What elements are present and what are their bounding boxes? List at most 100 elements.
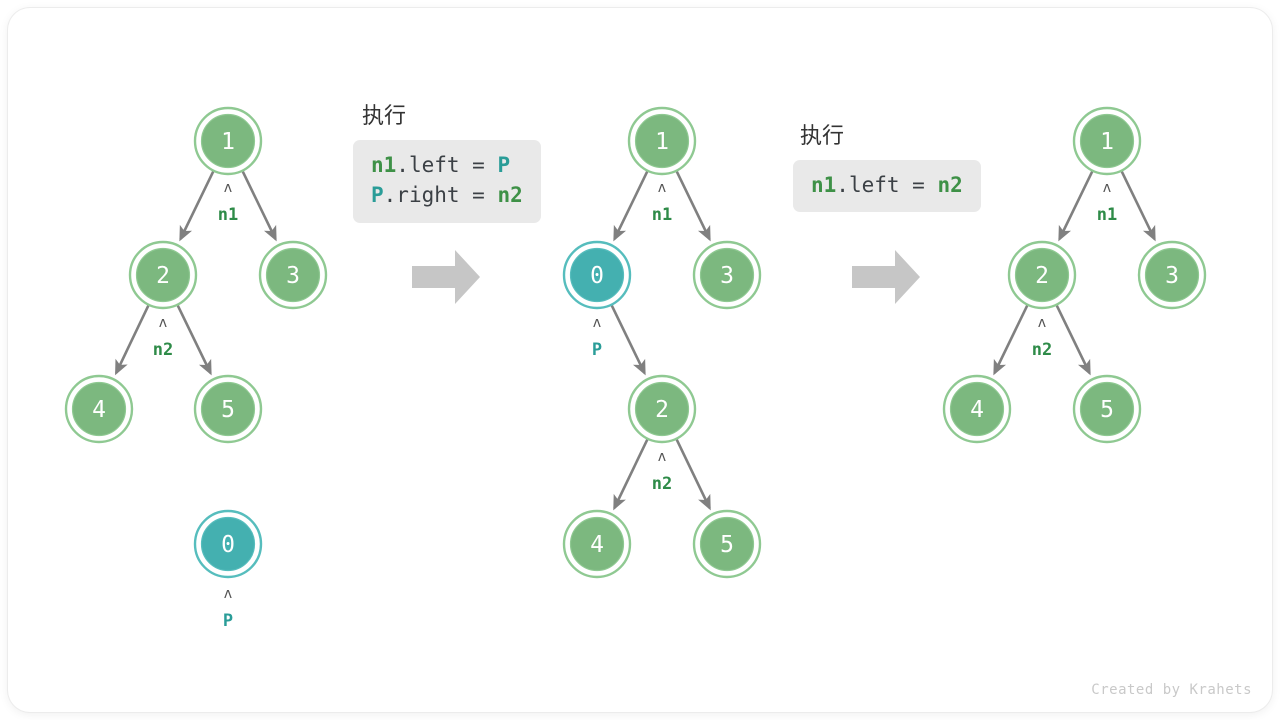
tree-node-5[interactable]: 5 [1072,374,1142,444]
transition-arrow-1 [412,250,480,304]
tree-node-5[interactable]: 5 [193,374,263,444]
pointer-n2: ʌ n2 [652,449,672,494]
node-outer-ring [562,240,632,310]
node-value-label: 1 [221,129,235,155]
node-body [569,247,625,303]
node-value-label: 4 [590,532,604,558]
node-body [200,113,256,169]
tree-edge [1055,305,1091,376]
node-body [1079,113,1135,169]
tree-node-3[interactable]: 3 [1137,240,1207,310]
node-body [634,113,690,169]
tree-node-0[interactable]: 0 [562,240,632,310]
tree-edge [1058,171,1094,242]
tree-node-2[interactable]: 2 [128,240,198,310]
tree-edge [613,439,649,511]
node-body [699,247,755,303]
node-body [265,247,321,303]
code-token: .right = [383,183,498,208]
node-value-label: 3 [720,263,734,289]
pointer-text: n1 [652,205,672,225]
pointer-text: P [223,611,233,631]
code-line: P.right = n2 [371,180,523,210]
node-outer-ring [692,240,762,310]
tree-node-4[interactable]: 4 [64,374,134,444]
tree-edge [241,171,277,242]
node-outer-ring [1007,240,1077,310]
tree-node-2[interactable]: 2 [1007,240,1077,310]
pointer-n1: ʌn1 [218,180,238,225]
node-body [135,247,191,303]
tree-node-2[interactable]: 2 [627,374,697,444]
pointer-text: n2 [153,340,173,360]
node-outer-ring [193,374,263,444]
node-body [200,516,256,572]
node-outer-ring [128,240,198,310]
tree-edge [115,305,150,376]
node-value-label: 1 [1100,129,1114,155]
tree-node-5[interactable]: 5 [692,509,762,579]
pointer-text: n1 [218,205,238,225]
code-token: .left = [396,153,498,177]
exec-title-2: 执行 [800,124,845,149]
tree-node-1[interactable]: 1 [193,106,263,176]
node-outer-ring [627,374,697,444]
code-token: .left = [836,173,938,197]
node-value-label: 5 [1100,397,1114,423]
tree-node-4[interactable]: 4 [562,509,632,579]
node-value-label: 4 [92,397,106,423]
code-line: n1.left = P [371,150,523,180]
pointer-caret-icon: ʌ [658,449,666,465]
pointer-p: ʌP [223,586,233,631]
node-outer-ring [1137,240,1207,310]
exec-title-1: 执行 [362,104,407,129]
tree-edge [675,439,711,511]
node-value-label: 2 [655,397,669,423]
node-outer-ring [64,374,134,444]
node-value-label: 1 [655,129,669,155]
pointer-caret-icon: ʌ [593,315,601,331]
node-body [699,516,755,572]
tree-node-0[interactable]: 0 [193,509,263,579]
tree-node-3[interactable]: 3 [692,240,762,310]
pointer-n2: ʌn2 [153,315,173,360]
node-outer-ring [1072,106,1142,176]
node-body [634,381,690,437]
pointer-caret-icon: ʌ [658,180,666,196]
tree-node-1[interactable]: 1 [1072,106,1142,176]
tree-edge [179,171,215,242]
node-value-label: 5 [221,397,235,423]
tree-node-3[interactable]: 3 [258,240,328,310]
pointer-caret-icon: ʌ [1103,180,1111,196]
transition-arrow-2 [852,250,920,304]
tree-edge [176,305,212,376]
tree-edge [613,171,649,242]
node-value-label: 2 [1035,263,1049,289]
node-outer-ring [942,374,1012,444]
tree-edge [610,305,646,376]
node-body [200,381,256,437]
tree-edge [993,305,1029,376]
pointer-text: n2 [652,474,672,494]
code-token: P [371,183,384,208]
node-outer-ring [193,106,263,176]
node-value-label: 2 [156,263,170,289]
code-line: n1.left = n2 [811,170,963,200]
node-value-label: 0 [590,263,604,289]
node-outer-ring [692,509,762,579]
pointer-caret-icon: ʌ [224,586,232,602]
node-value-label: 3 [286,263,300,289]
node-value-label: 4 [970,397,984,423]
node-outer-ring [562,509,632,579]
tree-node-4[interactable]: 4 [942,374,1012,444]
node-body [1079,381,1135,437]
node-outer-ring [1072,374,1142,444]
pointer-n1: ʌ n1 [652,180,672,225]
tree-node-1[interactable]: 1 [627,106,697,176]
